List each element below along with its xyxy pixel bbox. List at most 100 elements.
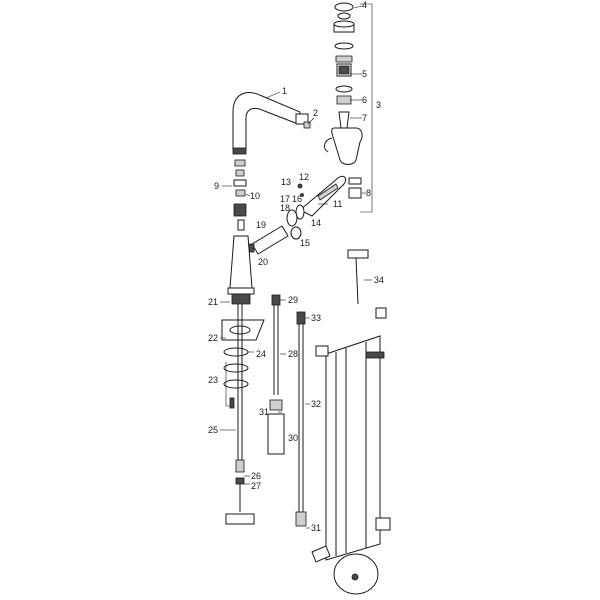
cartridge-7 — [338, 111, 350, 129]
label-19: 19 — [256, 220, 266, 230]
body-20 — [229, 235, 253, 289]
cap-center — [351, 573, 359, 581]
washer-23a — [223, 363, 249, 373]
label-11: 11 — [333, 199, 342, 209]
label-25: 25 — [208, 425, 218, 435]
cone-band — [317, 183, 339, 201]
cartridge-core — [338, 65, 350, 75]
washer-24 — [223, 347, 249, 357]
bracket-3 — [360, 3, 373, 213]
ring-8a — [348, 177, 362, 185]
connector-33 — [296, 311, 306, 325]
spout-arm — [232, 92, 301, 151]
check-valve-30 — [267, 413, 285, 455]
nut-31 — [269, 399, 283, 411]
label-18: 18 — [280, 203, 290, 213]
spout-collar — [232, 147, 247, 155]
washer-23b — [223, 379, 249, 389]
faucet-spout — [232, 92, 311, 231]
ring-16 — [295, 204, 305, 220]
label-1: 1 — [282, 86, 287, 96]
nut-31b — [295, 511, 307, 527]
spout-tip-2 — [295, 113, 309, 125]
cap-disc — [334, 2, 354, 12]
label-33: 33 — [311, 313, 321, 323]
ring-17 — [286, 209, 298, 227]
label-16: 16 — [292, 194, 302, 204]
hose-ring-a — [234, 159, 246, 167]
mounting-panel — [315, 335, 385, 561]
middle-hose — [267, 294, 285, 455]
fitting-27 — [235, 477, 245, 485]
body-bottom — [227, 287, 255, 295]
label-29: 29 — [288, 295, 298, 305]
label-7: 7 — [362, 113, 367, 123]
fitting-26 — [235, 459, 245, 473]
panel-clip — [315, 345, 329, 357]
plate-hole — [229, 325, 251, 335]
panel-bolt — [365, 351, 385, 359]
nut-6 — [336, 95, 352, 105]
label-8: 8 — [366, 188, 371, 198]
aerator-2 — [303, 121, 311, 129]
label-31b: 31 — [311, 523, 321, 533]
label-10: 10 — [250, 191, 260, 201]
label-4: 4 — [362, 0, 367, 10]
label-24: 24 — [256, 349, 266, 359]
label-13: 13 — [281, 177, 291, 187]
valve-fitting — [375, 307, 387, 319]
valve-19 — [251, 225, 289, 255]
label-3: 3 — [376, 100, 381, 110]
small-fitting — [311, 545, 331, 563]
label-15: 15 — [300, 238, 310, 248]
label-12: 12 — [299, 172, 309, 182]
o-ring-b — [335, 85, 353, 93]
label-28: 28 — [288, 349, 298, 359]
label-34: 34 — [374, 275, 384, 285]
label-22: 22 — [208, 333, 218, 343]
hose-coupling — [233, 203, 247, 217]
spacer-ring — [335, 55, 353, 63]
label-30: 30 — [288, 433, 298, 443]
label-14: 14 — [311, 218, 321, 228]
cover-ring-top — [333, 20, 355, 28]
label-32: 32 — [311, 399, 321, 409]
hose-end — [225, 513, 255, 525]
bolt-23 — [229, 397, 235, 409]
supply-hose — [225, 304, 255, 525]
label-17: 17 — [280, 194, 290, 204]
panel-plate — [325, 335, 381, 561]
label-23: 23 — [208, 375, 218, 385]
hose-ring-c — [233, 179, 247, 187]
hose-ring-b — [235, 169, 245, 177]
label-5: 5 — [362, 69, 367, 79]
ring-10 — [235, 189, 246, 197]
label-2: 2 — [313, 108, 318, 118]
valve-stem — [355, 257, 359, 305]
label-21: 21 — [208, 297, 218, 307]
lever-hook — [324, 137, 333, 153]
connector-29 — [271, 294, 281, 306]
label-26: 26 — [251, 471, 261, 481]
small-washer — [337, 12, 351, 20]
coupling-pin — [237, 219, 245, 231]
pin-12 — [297, 183, 303, 189]
bracket-23 — [225, 362, 230, 407]
ring-8b — [348, 187, 362, 199]
o-ring-a — [334, 42, 354, 50]
ring-15 — [290, 226, 302, 240]
label-31a: 31 — [259, 407, 269, 417]
lever-body — [331, 127, 363, 165]
bottom-cap — [311, 545, 379, 595]
label-27: 27 — [251, 481, 261, 491]
leader-lines — [220, 5, 372, 529]
label-20: 20 — [258, 257, 268, 267]
label-6: 6 — [362, 95, 367, 105]
valve-handle — [347, 249, 369, 259]
cartridge-stack — [324, 2, 373, 213]
thread-21 — [231, 293, 251, 305]
diverter-group — [247, 175, 347, 255]
ball-13 — [300, 193, 304, 197]
